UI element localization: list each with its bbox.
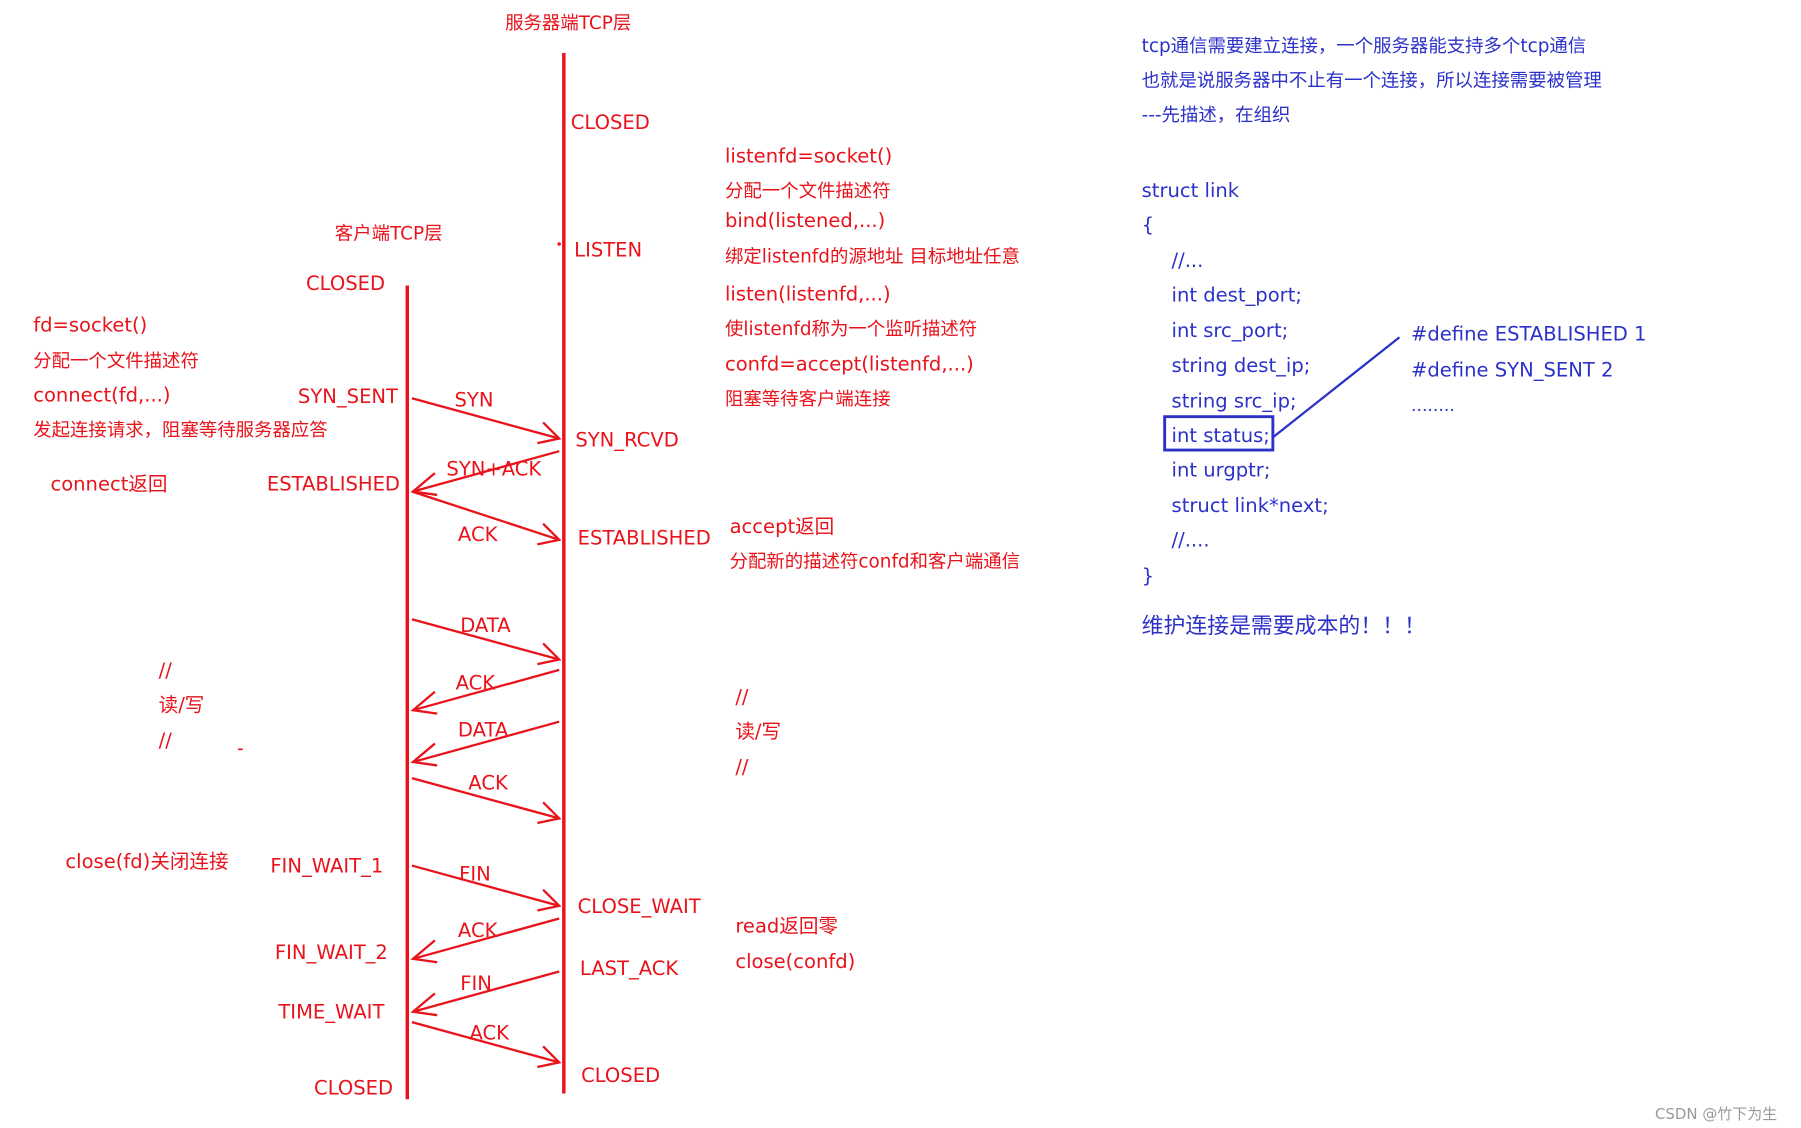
code-line: //... xyxy=(1172,249,1204,272)
code-intro-3: ---先描述，在组织 xyxy=(1142,105,1291,126)
server-note-bind-desc: 绑定listenfd的源地址 目标地址任意 xyxy=(725,246,1020,267)
packet-label-ack4: ACK xyxy=(458,919,499,942)
code-line: int urgptr; xyxy=(1172,459,1271,482)
client-note-rw-2: 读/写 xyxy=(159,693,205,716)
client-state-closed-top: CLOSED xyxy=(306,272,385,295)
packet-label-ack2: ACK xyxy=(456,671,497,694)
code-line: int dest_port; xyxy=(1172,284,1302,307)
cost-note: 维护连接是需要成本的！！！ xyxy=(1142,614,1426,639)
code-line: string src_ip; xyxy=(1172,389,1297,412)
server-note-listen-desc: 使listenfd称为一个监听描述符 xyxy=(725,319,977,340)
client-note-connect-return: connect返回 xyxy=(50,472,167,495)
client-note-rw-3: // xyxy=(159,729,173,752)
define-established: #define ESTABLISHED 1 xyxy=(1411,323,1647,346)
server-state-listen: LISTEN xyxy=(574,239,642,262)
client-note-alloc: 分配一个文件描述符 xyxy=(33,351,199,372)
code-line: int src_port; xyxy=(1172,319,1289,342)
packet-label-syn-ack: SYN+ACK xyxy=(446,457,542,480)
client-state-fin-wait-2: FIN_WAIT_2 xyxy=(275,941,388,964)
code-line: { xyxy=(1142,213,1154,236)
client-note-connect-desc: 发起连接请求，阻塞等待服务器应答 xyxy=(33,420,328,441)
packet-label-fin1: FIN xyxy=(459,863,491,886)
watermark: CSDN @竹下为生 xyxy=(1655,1105,1777,1123)
define-syn-sent: #define SYN_SENT 2 xyxy=(1411,358,1613,381)
code-line: struct link*next; xyxy=(1172,494,1329,517)
arrow-ack4 xyxy=(410,917,560,964)
server-note-socket: listenfd=socket() xyxy=(725,144,892,167)
status-pointer-line xyxy=(1272,336,1401,439)
code-line: string dest_ip; xyxy=(1172,354,1311,377)
packet-label-fin2: FIN xyxy=(460,972,492,995)
client-note-socket: fd=socket() xyxy=(33,313,147,336)
server-state-syn-rcvd: SYN_RCVD xyxy=(575,429,678,452)
client-state-time-wait: TIME_WAIT xyxy=(277,1001,384,1024)
arrow-fin1 xyxy=(411,864,562,912)
arrow-data1 xyxy=(411,618,562,666)
server-state-established: ESTABLISHED xyxy=(578,526,711,549)
server-state-closed-bottom: CLOSED xyxy=(581,1064,660,1087)
server-header: 服务器端TCP层 xyxy=(505,13,631,34)
code-line: //.... xyxy=(1172,529,1210,552)
packet-label-ack1: ACK xyxy=(458,523,499,546)
arrow-ack5 xyxy=(411,1020,562,1069)
arrow-ack3 xyxy=(411,776,562,825)
define-ellipsis: ........ xyxy=(1411,396,1455,416)
server-note-rw-1: // xyxy=(735,685,749,708)
packet-label-syn: SYN xyxy=(454,388,493,411)
code-line: struct link xyxy=(1142,179,1240,202)
server-note-accept-desc: 阻塞等待客户端连接 xyxy=(725,389,891,410)
arrow-fin2 xyxy=(410,970,560,1017)
server-note-read-zero: read返回零 xyxy=(735,914,838,937)
server-state-closed-top: CLOSED xyxy=(571,111,650,134)
server-note-accept-return-desc: 分配新的描述符confd和客户端通信 xyxy=(730,551,1021,572)
server-state-last-ack: LAST_ACK xyxy=(580,957,680,980)
server-note-accept-return: accept返回 xyxy=(730,515,835,538)
server-note-close: close(confd) xyxy=(735,950,855,973)
client-note-rw-1: // xyxy=(159,659,173,682)
server-note-rw-2: 读/写 xyxy=(735,720,781,743)
code-line-status: int status; xyxy=(1172,424,1270,447)
client-note-close: close(fd)关闭连接 xyxy=(65,850,228,873)
packet-label-ack5: ACK xyxy=(469,1021,510,1044)
packet-label-data2: DATA xyxy=(458,719,509,742)
stray-dot xyxy=(557,242,561,246)
client-header: 客户端TCP层 xyxy=(335,223,443,244)
client-state-established: ESTABLISHED xyxy=(267,472,400,495)
status-highlight-box xyxy=(1163,415,1275,452)
server-note-alloc: 分配一个文件描述符 xyxy=(725,181,891,202)
client-state-closed-bottom: CLOSED xyxy=(314,1077,393,1100)
client-state-syn-sent: SYN_SENT xyxy=(298,385,398,408)
client-state-fin-wait-1: FIN_WAIT_1 xyxy=(270,854,383,877)
server-note-listen: listen(listenfd,...) xyxy=(725,282,891,305)
client-note-connect: connect(fd,...) xyxy=(33,384,170,407)
arrow-data2 xyxy=(410,720,560,767)
server-note-bind: bind(listened,...) xyxy=(725,209,885,232)
code-line: } xyxy=(1142,564,1154,587)
server-note-rw-3: // xyxy=(735,755,749,778)
server-state-close-wait: CLOSE_WAIT xyxy=(578,895,701,918)
arrow-ack2 xyxy=(410,668,560,715)
code-intro-1: tcp通信需要建立连接，一个服务器能支持多个tcp通信 xyxy=(1142,36,1587,57)
arrow-ack1 xyxy=(411,490,562,546)
packet-label-data1: DATA xyxy=(460,614,511,637)
arrow-syn-ack xyxy=(410,450,560,497)
code-intro-2: 也就是说服务器中不止有一个连接，所以连接需要被管理 xyxy=(1142,70,1602,91)
server-note-accept: confd=accept(listenfd,...) xyxy=(725,353,974,376)
arrow-syn xyxy=(411,397,562,445)
packet-label-ack3: ACK xyxy=(468,772,509,795)
